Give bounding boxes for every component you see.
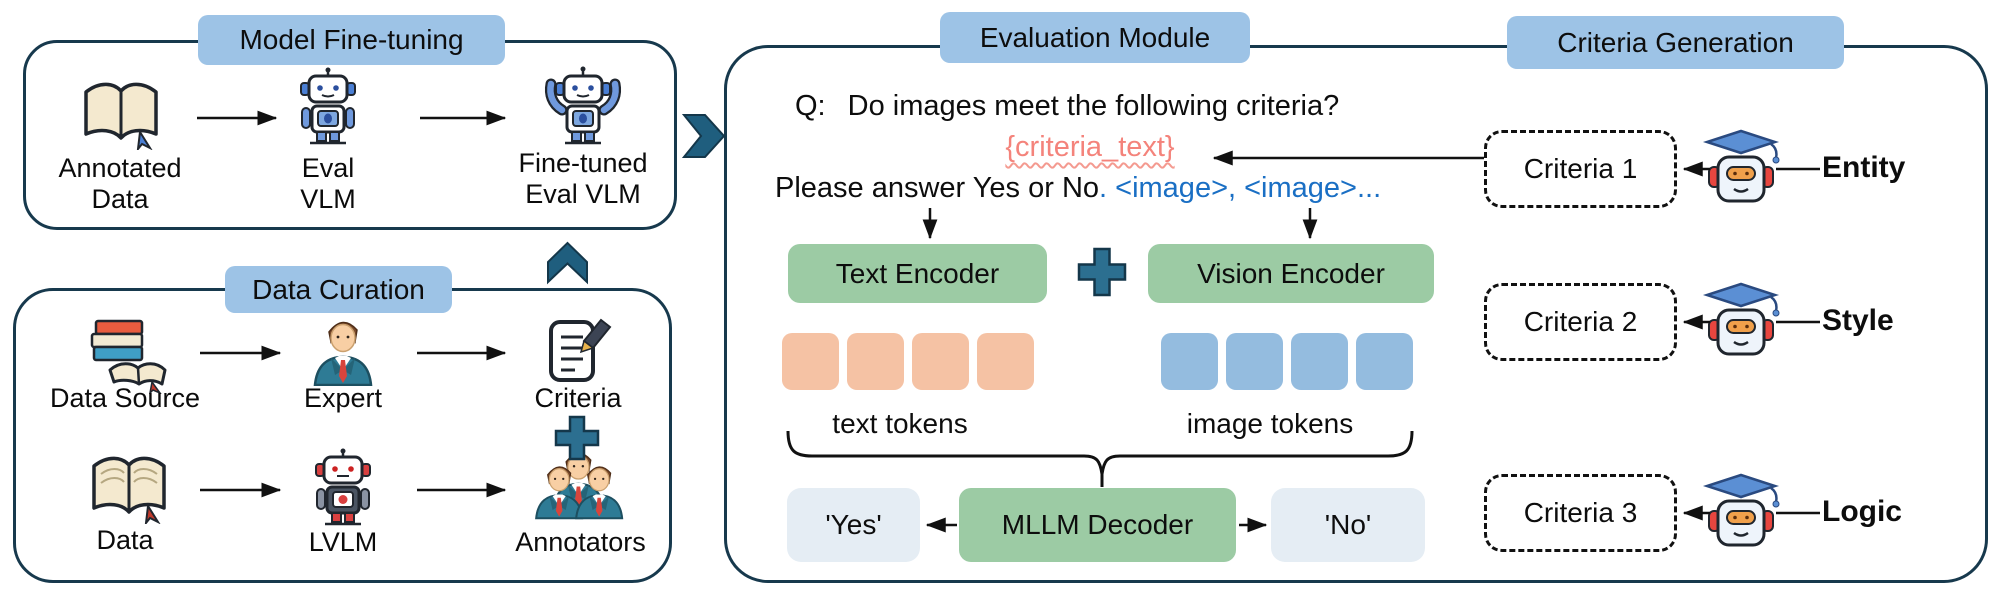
data-source-label: Data Source — [49, 383, 201, 413]
books-stack-icon — [90, 319, 167, 394]
annotated-data-label: Annotated Data — [58, 153, 182, 214]
scholar-bot-icon — [1702, 282, 1780, 356]
eval-vlm-label: Eval VLM — [300, 153, 356, 214]
robot-icon — [300, 67, 356, 145]
question-prefix: Q: — [795, 90, 826, 122]
finetuned-eval-vlm-label: Fine-tuned Eval VLM — [518, 148, 648, 209]
answer-instruction-line: Please answer Yes or No. <image>, <image… — [775, 172, 1381, 205]
lvlm-label: LVLM — [308, 527, 378, 557]
question-line: Q: Do images meet the following criteria? — [795, 90, 1339, 123]
open-book-icon — [92, 456, 166, 524]
image-token — [1161, 333, 1218, 390]
data-label: Data — [96, 525, 154, 555]
image-token — [1226, 333, 1283, 390]
expert-person-icon — [313, 321, 373, 386]
robot-raised-arms-icon — [544, 66, 622, 145]
data-curation-title: Data Curation — [252, 273, 425, 305]
text-token — [912, 333, 969, 390]
annotators-label: Annotators — [515, 527, 646, 557]
criteria-generation-header: Criteria Generation — [1507, 16, 1844, 69]
text-token — [977, 333, 1034, 390]
data-curation-header: Data Curation — [225, 266, 452, 313]
image-tokens-label: image tokens — [1186, 408, 1354, 439]
image-token — [1291, 333, 1348, 390]
criteria-3-box: Criteria 3 — [1484, 474, 1677, 552]
evaluation-module-title: Evaluation Module — [979, 21, 1211, 53]
evaluation-module-header: Evaluation Module — [940, 12, 1250, 63]
answer-instruction-text: Please answer Yes or No — [775, 172, 1100, 204]
expert-label: Expert — [303, 383, 383, 413]
criteria-generation-title: Criteria Generation — [1557, 26, 1794, 58]
no-output-box: 'No' — [1271, 488, 1425, 562]
text-token — [847, 333, 904, 390]
chevron-right-icon — [681, 114, 726, 158]
criteria-1-box: Criteria 1 — [1484, 130, 1677, 208]
chevron-up-icon — [547, 241, 588, 285]
scholar-bot-icon — [1702, 129, 1780, 203]
yes-output-box: 'Yes' — [787, 488, 920, 562]
robot-red-icon — [315, 448, 371, 526]
image-tags-text: . <image>, <image>... — [1099, 172, 1382, 204]
criteria-label: Criteria — [534, 383, 622, 413]
model-finetuning-title: Model Fine-tuning — [239, 24, 464, 55]
open-book-icon — [84, 82, 158, 150]
text-encoder-box: Text Encoder — [788, 244, 1047, 303]
image-token — [1356, 333, 1413, 390]
scholar-bot-icon — [1702, 473, 1780, 547]
annotators-group-icon — [535, 452, 624, 520]
logic-label: Logic — [1822, 495, 1902, 528]
mllm-decoder-box: MLLM Decoder — [959, 488, 1236, 562]
style-label: Style — [1822, 304, 1894, 337]
vision-encoder-box: Vision Encoder — [1148, 244, 1434, 303]
model-finetuning-header: Model Fine-tuning — [198, 15, 505, 65]
document-pencil-icon — [549, 318, 612, 382]
text-token — [782, 333, 839, 390]
text-tokens-label: text tokens — [832, 408, 968, 439]
criteria-text-placeholder: {criteria_text} — [1005, 131, 1175, 163]
question-text: Do images meet the following criteria? — [847, 90, 1340, 122]
criteria-2-box: Criteria 2 — [1484, 283, 1677, 361]
entity-label: Entity — [1822, 151, 1906, 184]
